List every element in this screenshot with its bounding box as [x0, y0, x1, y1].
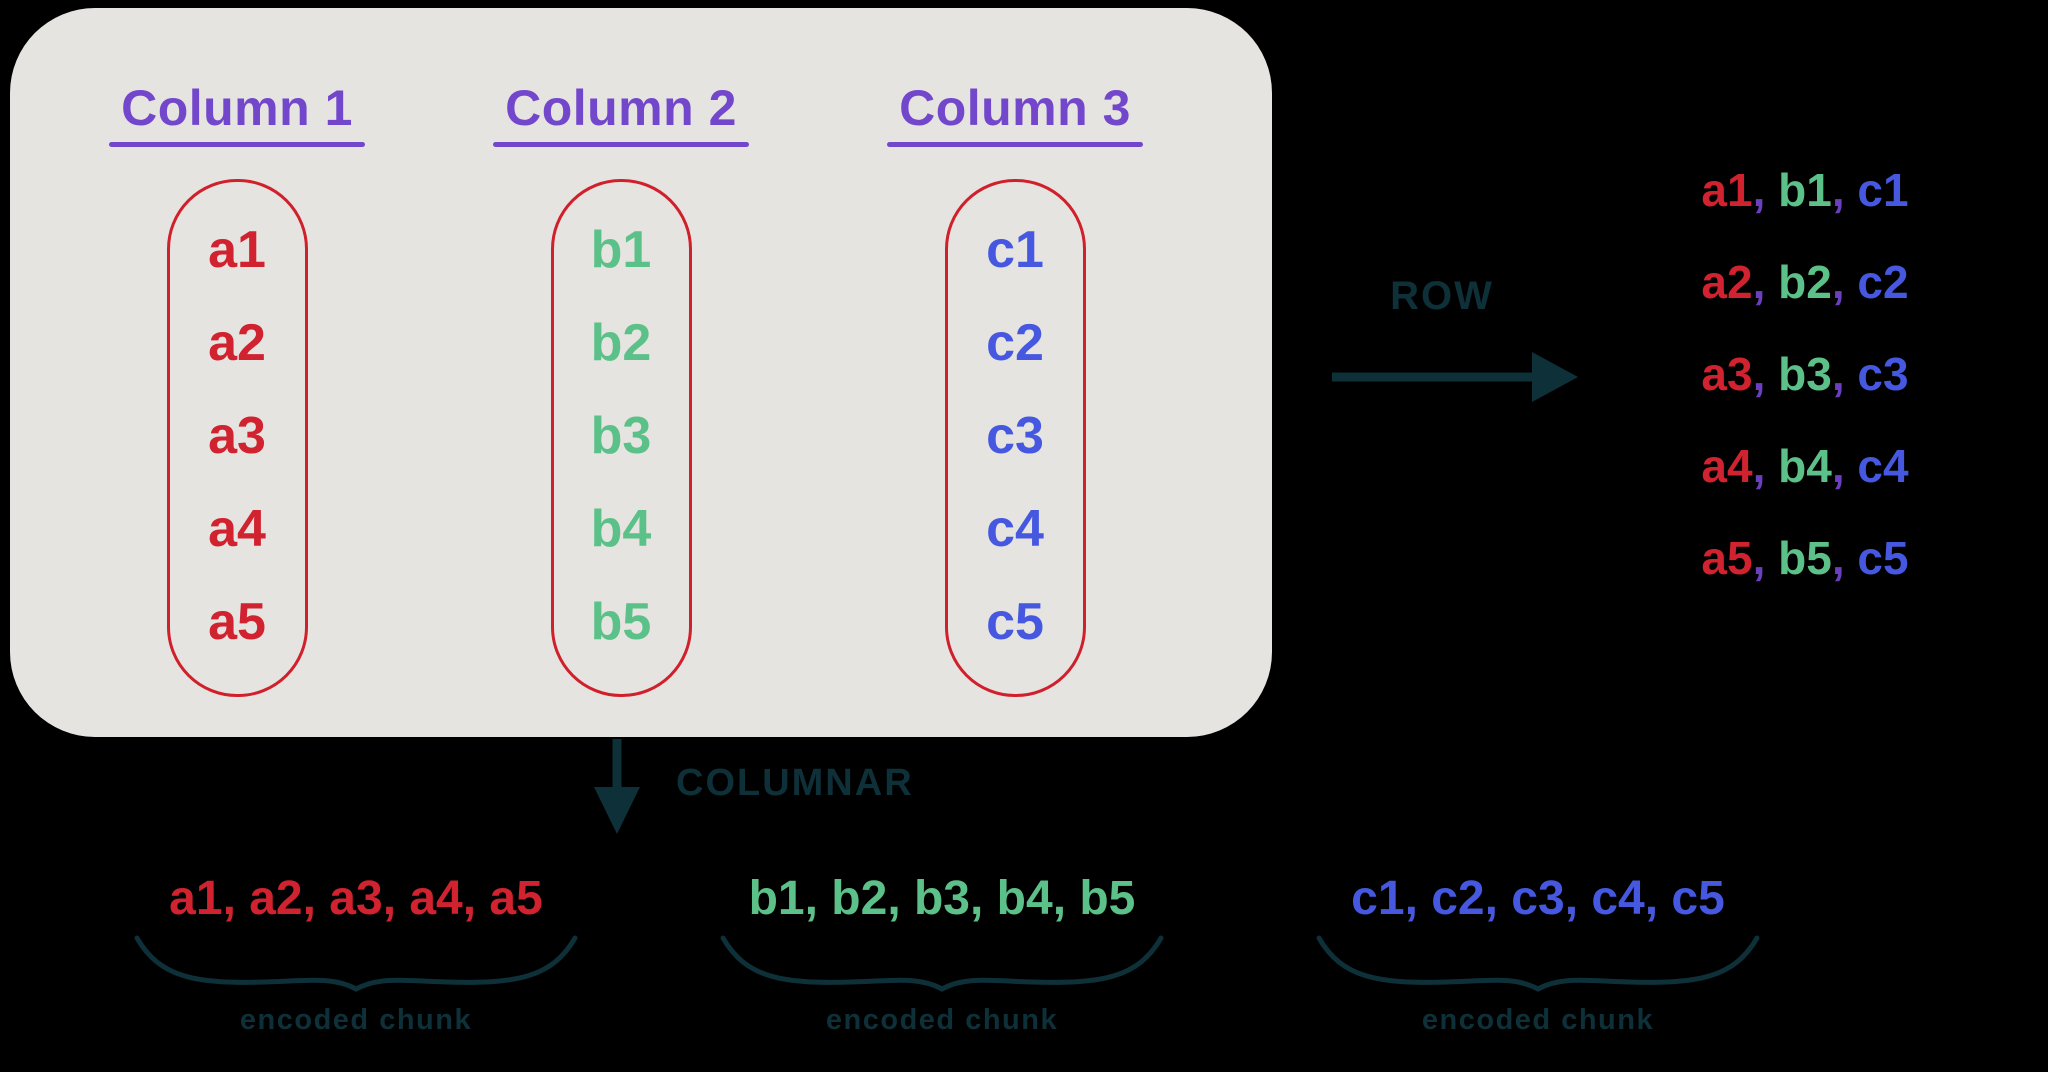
column-1-header-underline — [109, 142, 365, 147]
row-value: c2 — [1857, 256, 1909, 308]
columnar-transform-label: COLUMNAR — [676, 762, 914, 804]
row-record: a2, b2, c2 — [1640, 236, 1970, 328]
row-value: c4 — [1857, 440, 1909, 492]
table-panel: Column 1 a1 a2 a3 a4 a5 Column 2 b1 b2 b… — [10, 8, 1272, 737]
cell-value: c4 — [986, 500, 1044, 558]
cell-value: c5 — [986, 593, 1044, 651]
column-3: Column 3 c1 c2 c3 c4 c5 — [855, 80, 1175, 697]
row-value: c3 — [1857, 348, 1909, 400]
cell-value: a4 — [208, 500, 266, 558]
row-value: a1 — [1701, 164, 1753, 216]
chunk-caption: encoded chunk — [1421, 1004, 1655, 1036]
column-2-header: Column 2 — [505, 80, 737, 136]
chunk-values: b1, b2, b3, b4, b5 — [748, 872, 1136, 925]
cell-value: b5 — [590, 593, 652, 651]
row-value: b1 — [1778, 164, 1832, 216]
row-record: a5, b5, c5 — [1640, 512, 1970, 604]
cell-value: b4 — [590, 500, 652, 558]
cell-value: b3 — [590, 407, 652, 465]
chunk-caption: encoded chunk — [825, 1004, 1059, 1036]
cell-value: a1 — [208, 221, 266, 279]
column-3-values-pill: c1 c2 c3 c4 c5 — [944, 179, 1086, 697]
column-3-header: Column 3 — [899, 80, 1131, 136]
underbrace-icon — [1316, 935, 1760, 992]
row-record: a4, b4, c4 — [1640, 420, 1970, 512]
row-value: a4 — [1701, 440, 1753, 492]
underbrace-icon — [134, 935, 578, 992]
chunk-values: a1, a2, a3, a4, a5 — [169, 872, 543, 925]
row-value: a3 — [1701, 348, 1753, 400]
row-separator: , — [1752, 440, 1779, 492]
row-value: b5 — [1778, 532, 1832, 584]
underbrace-icon — [720, 935, 1164, 992]
row-value: a5 — [1701, 532, 1753, 584]
cell-value: a2 — [208, 314, 266, 372]
cell-value: c1 — [986, 221, 1044, 279]
row-value: b3 — [1778, 348, 1832, 400]
column-3-header-underline — [887, 142, 1143, 147]
cell-value: b2 — [590, 314, 652, 372]
row-separator: , — [1752, 348, 1779, 400]
row-arrow-icon — [1332, 352, 1578, 402]
row-separator: , — [1752, 532, 1779, 584]
column-2-values-pill: b1 b2 b3 b4 b5 — [550, 179, 692, 697]
column-1-header: Column 1 — [121, 80, 353, 136]
encoded-chunk-a: a1, a2, a3, a4, a5 encoded chunk — [126, 870, 586, 1037]
column-2: Column 2 b1 b2 b3 b4 b5 — [461, 80, 781, 697]
encoded-chunk-b: b1, b2, b3, b4, b5 encoded chunk — [712, 870, 1172, 1037]
cell-value: c3 — [986, 407, 1044, 465]
row-separator: , — [1831, 532, 1858, 584]
encoded-chunk-c: c1, c2, c3, c4, c5 encoded chunk — [1308, 870, 1768, 1037]
row-separator: , — [1752, 256, 1779, 308]
column-2-header-underline — [493, 142, 749, 147]
column-1-values-pill: a1 a2 a3 a4 a5 — [166, 179, 308, 697]
row-separator: , — [1831, 348, 1858, 400]
row-separator: , — [1831, 256, 1858, 308]
row-value: b4 — [1778, 440, 1832, 492]
row-transform-label: ROW — [1390, 274, 1494, 318]
column-1: Column 1 a1 a2 a3 a4 a5 — [77, 80, 397, 697]
row-record: a1, b1, c1 — [1640, 144, 1970, 236]
cell-value: a3 — [208, 407, 266, 465]
cell-value: a5 — [208, 593, 266, 651]
row-output-list: a1, b1, c1 a2, b2, c2 a3, b3, c3 a4, b4,… — [1640, 144, 1970, 604]
row-value: c5 — [1857, 532, 1909, 584]
cell-value: b1 — [590, 221, 652, 279]
cell-value: c2 — [986, 314, 1044, 372]
chunk-caption: encoded chunk — [239, 1004, 473, 1036]
row-value: b2 — [1778, 256, 1832, 308]
row-value: a2 — [1701, 256, 1753, 308]
row-separator: , — [1831, 440, 1858, 492]
row-separator: , — [1831, 164, 1858, 216]
columnar-arrow-icon — [594, 739, 640, 834]
row-separator: , — [1752, 164, 1779, 216]
row-record: a3, b3, c3 — [1640, 328, 1970, 420]
chunk-values: c1, c2, c3, c4, c5 — [1351, 872, 1725, 925]
row-value: c1 — [1857, 164, 1909, 216]
